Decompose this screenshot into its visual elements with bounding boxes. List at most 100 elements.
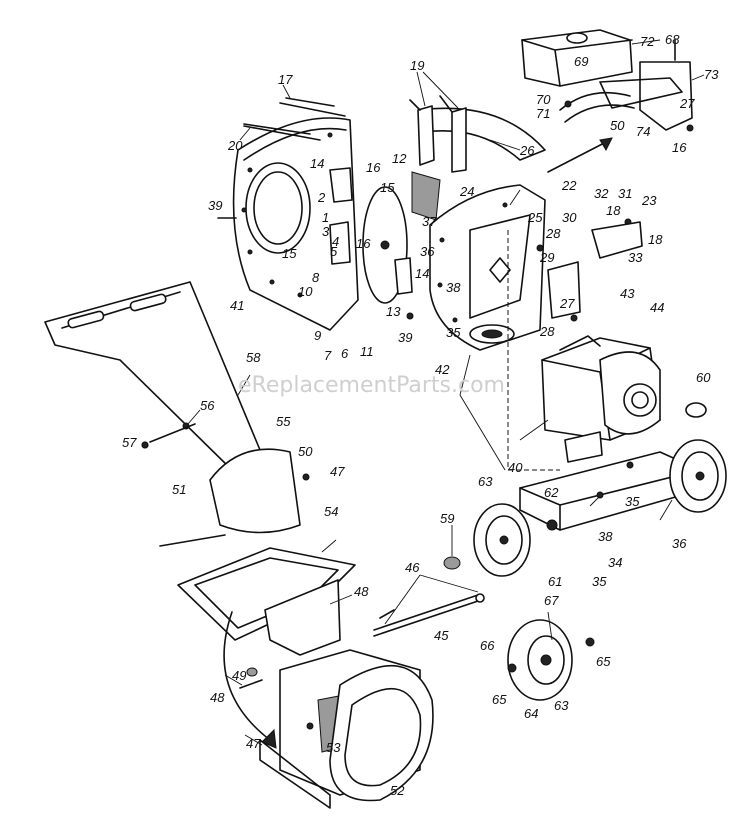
callout: 47 [330, 464, 345, 479]
callout: 71 [536, 106, 550, 121]
callout: 36 [420, 244, 435, 259]
callout: 12 [392, 151, 407, 166]
callout: 27 [679, 96, 695, 111]
callout: 27 [559, 296, 575, 311]
callout: 29 [539, 250, 554, 265]
callout: 7 [324, 348, 332, 363]
callout: 24 [459, 184, 474, 199]
callout: 39 [208, 198, 222, 213]
callout-labels: 17 20 19 26 14 16 12 2 15 24 39 1 3 4 5 … [122, 32, 719, 798]
callout: 40 [508, 460, 523, 475]
callout: 56 [200, 398, 215, 413]
callout: 3 [322, 224, 330, 239]
callout: 31 [618, 186, 632, 201]
callout: 65 [492, 692, 507, 707]
callout: 70 [536, 92, 551, 107]
callout: 53 [326, 740, 341, 755]
callout: 9 [314, 328, 321, 343]
callout: 47 [246, 736, 261, 751]
callout: 41 [230, 298, 244, 313]
callout: 14 [415, 266, 429, 281]
callout: 8 [312, 270, 320, 285]
callout: 61 [548, 574, 562, 589]
callout: 13 [386, 304, 401, 319]
callout: 16 [356, 236, 371, 251]
callout: 62 [544, 485, 559, 500]
callout: 38 [598, 529, 613, 544]
feed-chute-arm [44, 281, 301, 534]
callout: 65 [596, 654, 611, 669]
callout: 59 [440, 511, 454, 526]
callout: 17 [278, 72, 293, 87]
callout: 19 [410, 58, 424, 73]
callout: 15 [380, 180, 395, 195]
callout: 69 [574, 54, 588, 69]
callout: 35 [592, 574, 607, 589]
callout: 64 [524, 706, 538, 721]
callout: 18 [606, 203, 621, 218]
front-housing [429, 184, 546, 351]
callout: 25 [527, 210, 543, 225]
callout: 14 [310, 156, 324, 171]
rotor-assembly [329, 167, 441, 304]
callout: 60 [696, 370, 711, 385]
callout: 28 [545, 226, 561, 241]
hopper [177, 547, 356, 656]
wheels [443, 439, 727, 701]
direction-arrow [547, 137, 613, 173]
callout: 49 [232, 668, 246, 683]
callout: 26 [519, 143, 535, 158]
callout: 35 [625, 494, 640, 509]
callout: 11 [360, 344, 374, 359]
callout: 38 [446, 280, 461, 295]
callout: 32 [594, 186, 609, 201]
callout: 45 [434, 628, 449, 643]
callout: 43 [620, 286, 635, 301]
rear-housing [232, 102, 359, 331]
callout: 57 [122, 435, 137, 450]
callout: 50 [298, 444, 313, 459]
callout: 36 [672, 536, 687, 551]
callout: 34 [608, 555, 622, 570]
axle [373, 593, 485, 637]
fuel-tank-assembly [521, 29, 694, 132]
callout: 50 [610, 118, 625, 133]
callout: 5 [330, 244, 338, 259]
watermark-text: eReplacementParts.com [238, 373, 505, 398]
callout: 52 [390, 783, 405, 798]
callout: 1 [322, 210, 329, 225]
callout: 58 [246, 350, 261, 365]
callout: 44 [650, 300, 664, 315]
hardware [141, 97, 643, 730]
callout: 18 [648, 232, 663, 247]
callout: 16 [672, 140, 687, 155]
callout: 66 [480, 638, 495, 653]
callout: 54 [324, 504, 338, 519]
callout: 46 [405, 560, 420, 575]
callout: 30 [562, 210, 577, 225]
callout: 35 [446, 325, 461, 340]
callout: 63 [478, 474, 493, 489]
callout: 39 [398, 330, 412, 345]
callout: 48 [354, 584, 369, 599]
callout: 28 [539, 324, 555, 339]
callout: 63 [554, 698, 569, 713]
callout: 67 [544, 593, 559, 608]
callout: 72 [640, 34, 655, 49]
callout: 22 [561, 178, 577, 193]
callout: 4 [332, 234, 339, 249]
callout: 48 [210, 690, 225, 705]
callout: 33 [628, 250, 643, 265]
callout: 51 [172, 482, 186, 497]
callout: 15 [282, 246, 297, 261]
lower-chute [223, 611, 434, 809]
leader-lines [187, 39, 705, 746]
callout: 55 [276, 414, 291, 429]
callout: 37 [422, 214, 437, 229]
callout: 10 [298, 284, 313, 299]
discharge-chute [409, 95, 546, 173]
callout: 73 [704, 67, 719, 82]
callout: 16 [366, 160, 381, 175]
engine [541, 335, 707, 463]
